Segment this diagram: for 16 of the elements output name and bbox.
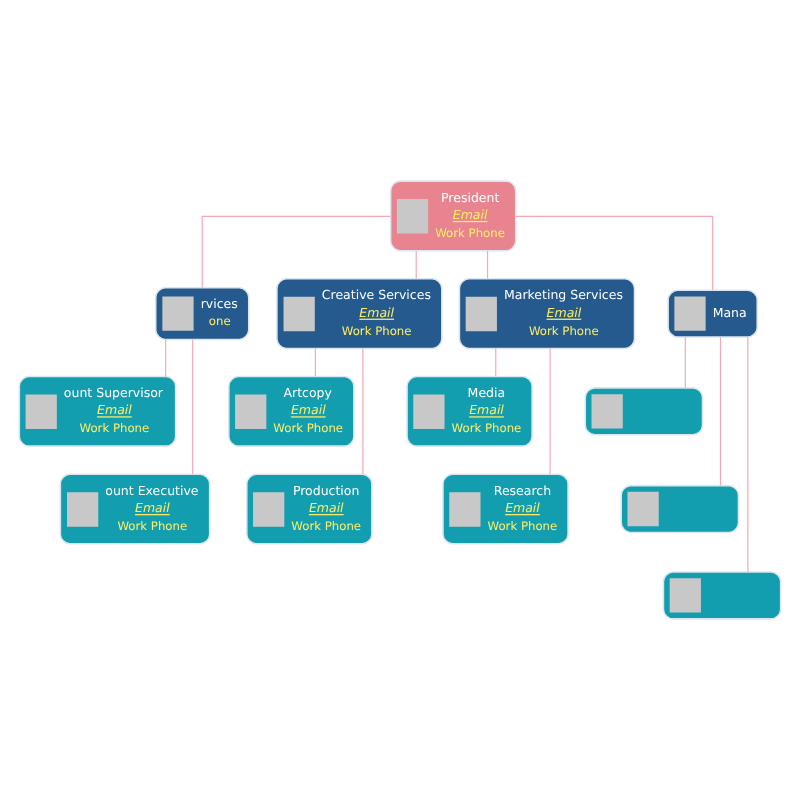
connector (165, 338, 167, 378)
node-box (620, 484, 740, 534)
connector (684, 336, 686, 389)
connector (515, 215, 714, 291)
connector (495, 348, 497, 377)
connector (486, 250, 489, 280)
node-box (662, 571, 782, 620)
node-box (584, 387, 704, 436)
connector (747, 336, 749, 573)
connector (415, 250, 417, 280)
connector (549, 347, 551, 475)
connector (362, 347, 364, 475)
connector (192, 339, 194, 475)
connector (201, 215, 392, 289)
connector (719, 336, 722, 486)
connector (314, 348, 316, 377)
